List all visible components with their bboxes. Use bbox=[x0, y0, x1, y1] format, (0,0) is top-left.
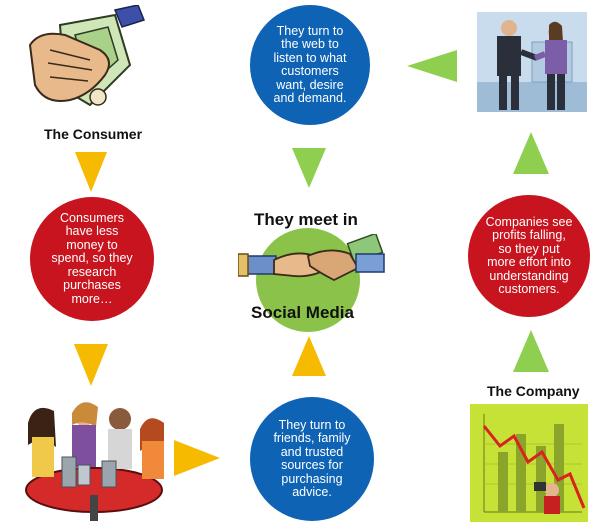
arrow-up-icon bbox=[292, 336, 326, 376]
arrow-left-icon bbox=[407, 50, 457, 82]
trusted-sources-circle: They turn to friends, family and trusted… bbox=[250, 397, 374, 521]
circle-line: money to bbox=[66, 237, 118, 252]
arrow-down-icon bbox=[74, 344, 108, 386]
circle-line: friends, family bbox=[273, 431, 351, 445]
circle-line: and demand. bbox=[273, 91, 347, 105]
center-title-bottom: Social Media bbox=[251, 303, 354, 322]
circle-line: purchasing bbox=[281, 471, 343, 486]
circle-line: understanding bbox=[489, 268, 569, 283]
circle-line: more effort into bbox=[487, 255, 571, 269]
circle-line: research bbox=[67, 264, 117, 279]
circle-line: have less bbox=[65, 224, 119, 239]
consumer-research-circle: Consumers have less money to spend, so t… bbox=[30, 197, 154, 321]
center-title-top: They meet in bbox=[254, 210, 358, 229]
circle-line: They turn to bbox=[278, 417, 346, 432]
handshake-money-icon bbox=[238, 234, 385, 282]
arrow-right-icon bbox=[174, 440, 220, 476]
circle-line: profits falling, bbox=[492, 228, 566, 242]
circle-line: advice. bbox=[292, 485, 332, 499]
circle-line: want, desire bbox=[276, 77, 344, 92]
consumer-research-text: Consumers have less money to spend, so t… bbox=[51, 210, 133, 307]
falling-profits-chart-icon bbox=[470, 404, 588, 522]
company-effort-text: Companies see profits falling, so they p… bbox=[485, 214, 573, 297]
circle-line: more… bbox=[71, 291, 113, 306]
circle-line: customers bbox=[281, 64, 339, 78]
arrow-down-icon bbox=[292, 148, 326, 188]
circle-line: the web to bbox=[281, 37, 339, 51]
friends-group-icon bbox=[25, 402, 164, 521]
circle-line: so they put bbox=[498, 241, 560, 256]
circle-line: listen to what bbox=[273, 50, 347, 65]
company-label: The Company bbox=[487, 383, 580, 399]
company-effort-circle: Companies see profits falling, so they p… bbox=[468, 195, 590, 317]
circle-line: sources for bbox=[281, 458, 343, 472]
web-listening-circle: They turn to the web to listen to what c… bbox=[250, 5, 370, 125]
trusted-sources-text: They turn to friends, family and trusted… bbox=[273, 417, 351, 500]
arrow-up-icon bbox=[513, 132, 549, 174]
circle-line: and trusted bbox=[280, 444, 344, 459]
circle-line: Companies see bbox=[485, 214, 573, 229]
hand-holding-money-icon bbox=[28, 5, 145, 107]
consumer-label: The Consumer bbox=[44, 126, 143, 142]
business-handshake-icon bbox=[477, 12, 587, 112]
circle-line: Consumers bbox=[60, 210, 124, 225]
circle-line: spend, so they bbox=[51, 251, 133, 266]
arrow-down-icon bbox=[75, 152, 107, 192]
circle-line: purchases bbox=[63, 278, 121, 293]
arrow-up-icon bbox=[513, 330, 549, 372]
center-circle bbox=[256, 228, 360, 332]
circle-line: They turn to bbox=[276, 23, 344, 38]
web-listening-text: They turn to the web to listen to what c… bbox=[273, 23, 347, 106]
circle-line: customers. bbox=[498, 282, 560, 296]
